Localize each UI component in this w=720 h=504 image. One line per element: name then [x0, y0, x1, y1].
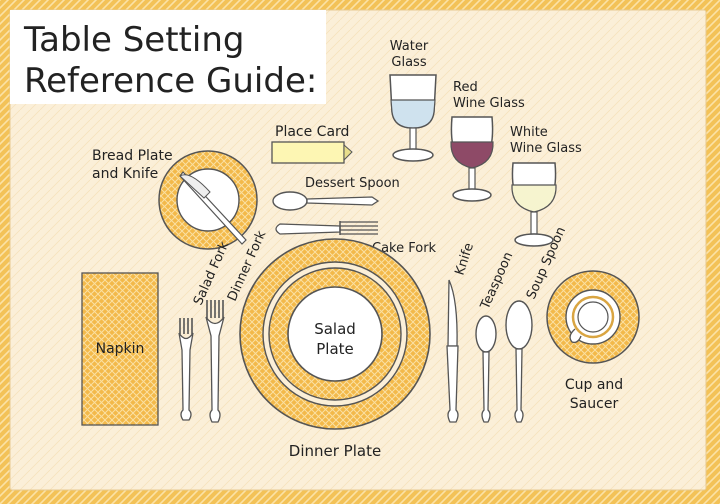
water-glass-label-1: Water [390, 39, 429, 54]
cup-and-saucer: Cup and Saucer [546, 270, 640, 412]
white-wine-glass: White Wine Glass [510, 125, 582, 247]
red-wine-glass: Red Wine Glass [450, 80, 525, 202]
place-card-label: Place Card [275, 124, 349, 140]
place-card: Place Card [271, 124, 353, 164]
cup-saucer-label-2: Saucer [570, 396, 619, 412]
red-wine-label-1: Red [453, 80, 478, 95]
napkin-label: Napkin [96, 341, 145, 357]
title-line-2: Reference Guide: [24, 61, 317, 101]
cake-fork-label: Cake Fork [372, 241, 437, 256]
dinner-plate: Salad Plate Dinner Plate [239, 238, 431, 460]
title-block: Table Setting Reference Guide: [10, 10, 326, 104]
dessert-spoon-label: Dessert Spoon [305, 176, 400, 191]
bread-plate-label-2: and Knife [92, 166, 158, 182]
dessert-spoon: Dessert Spoon [272, 176, 400, 211]
white-wine-label-1: White [510, 125, 548, 140]
title-line-1: Table Setting [23, 20, 244, 60]
napkin: Napkin [81, 272, 159, 426]
bread-plate-and-knife: Bread Plate and Knife [92, 148, 258, 250]
salad-plate-label-2: Plate [316, 340, 354, 358]
water-glass: Water Glass [389, 39, 437, 162]
salad-plate-label-1: Salad [314, 320, 356, 338]
white-wine-label-2: Wine Glass [510, 141, 582, 156]
red-wine-label-2: Wine Glass [453, 96, 525, 111]
dinner-plate-label: Dinner Plate [289, 442, 381, 460]
salad-plate [287, 286, 383, 382]
water-glass-label-2: Glass [391, 55, 426, 70]
bread-plate-label-1: Bread Plate [92, 148, 173, 164]
cup-saucer-label-1: Cup and [565, 377, 623, 393]
cake-fork: Cake Fork [275, 221, 437, 256]
